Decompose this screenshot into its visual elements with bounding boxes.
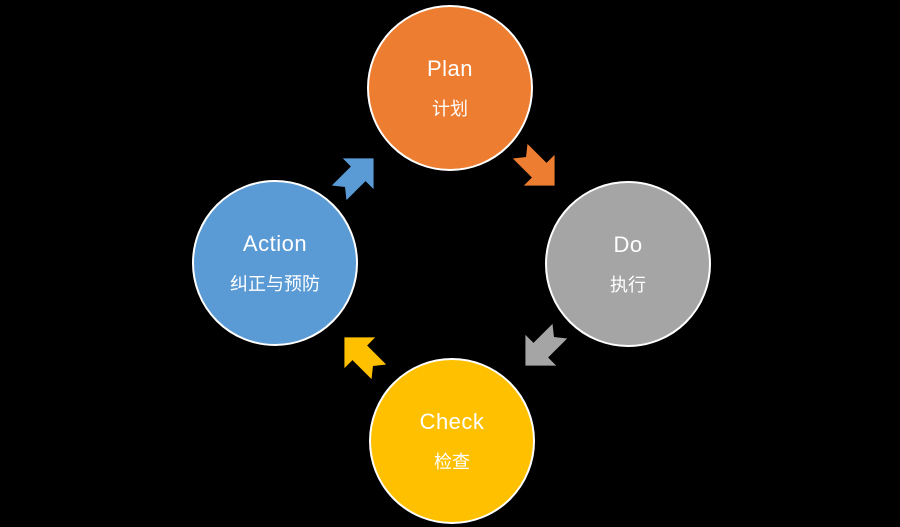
node-plan: Plan 计划	[367, 5, 533, 171]
arrow-do-to-check-icon	[502, 307, 584, 389]
node-do: Do 执行	[545, 181, 711, 347]
node-do-label-en: Do	[613, 232, 643, 257]
node-action: Action 纠正与预防	[192, 180, 358, 346]
node-check: Check 检查	[369, 358, 535, 524]
arrow-check-to-action-icon	[321, 314, 403, 396]
node-do-label-zh: 执行	[610, 275, 646, 295]
node-plan-label-en: Plan	[426, 56, 474, 81]
arrow-plan-to-do-icon	[496, 127, 578, 209]
arrow-action-to-plan-icon	[315, 135, 397, 217]
node-action-label-zh: 纠正与预防	[230, 274, 320, 294]
node-action-label-en: Action	[242, 231, 308, 256]
node-check-label-zh: 检查	[434, 452, 470, 472]
node-check-label-en: Check	[419, 409, 485, 434]
node-plan-label-zh: 计划	[432, 99, 468, 119]
